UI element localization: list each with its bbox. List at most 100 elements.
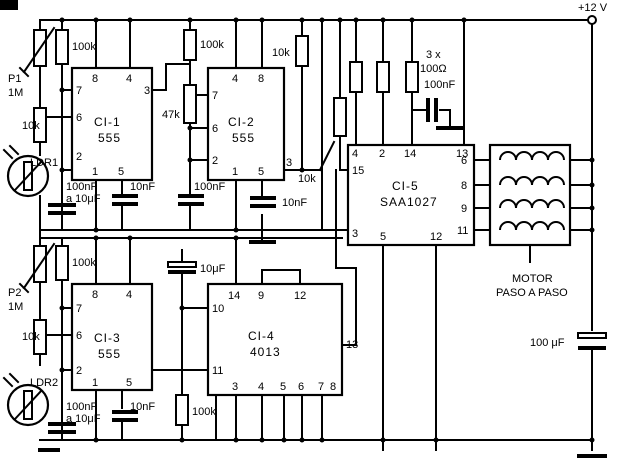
chip-ci1-pin: 1 <box>92 166 98 178</box>
chip-ci2-pin: 4 <box>232 73 238 85</box>
chip-ci2-type: 555 <box>232 131 255 145</box>
potentiometers: P1 1M P2 1M <box>8 26 56 313</box>
chip-ci3-pin: 6 <box>76 330 82 342</box>
resistor-ci2-47k <box>183 84 197 124</box>
resistor-ci2-100k <box>183 29 197 61</box>
resistor-100-1 <box>349 61 363 93</box>
cap-c1c-label: 10nF <box>130 181 155 193</box>
chip-ci5-name: CI-5 <box>392 179 419 193</box>
pot-p2-value: 1M <box>8 301 23 313</box>
chip-ci5-pin: 5 <box>380 231 386 243</box>
chip-ci3-pin: 8 <box>92 289 98 301</box>
chip-ci4-pin: 13 <box>346 339 358 351</box>
cap-c3c-label: 10nF <box>130 401 155 413</box>
resistor-ci2-47k-label: 47k <box>162 109 180 121</box>
chip-ci3-pin: 2 <box>76 365 82 377</box>
chip-ci5-pin: 15 <box>352 165 364 177</box>
resistor-p1-10k-label: 10k <box>22 120 40 132</box>
chip-ci3-pin: 1 <box>92 377 98 389</box>
resistor-ci4-100k-label: 100k <box>192 406 216 418</box>
resistors: 100k 10k 100k 47k 10k 10k 3 x 100Ω 100k … <box>22 29 447 426</box>
supply-label: +12 V <box>578 2 608 14</box>
resistor-10k-a <box>295 35 309 67</box>
cap-c6-label: 100 μF <box>530 337 565 349</box>
chip-ci5-pin: 9 <box>461 203 467 215</box>
resistor-ci1-100k-label: 100k <box>72 41 96 53</box>
resistor-10k-b-label: 10k <box>298 173 316 185</box>
cap-c1b-label: a 10μF <box>66 193 101 205</box>
chip-ci3: CI-3 555 8 4 7 6 2 1 5 <box>70 282 154 392</box>
resistor-ci3-100k-label: 100k <box>72 257 96 269</box>
chip-ci3-pin: 4 <box>126 289 132 301</box>
chip-ci2-pin: 6 <box>212 123 218 135</box>
chip-ci4-pin: 3 <box>232 381 238 393</box>
chip-ci1-pin: 5 <box>118 166 124 178</box>
cap-c2b-label: 10nF <box>282 197 307 209</box>
chip-ci1-name: CI-1 <box>94 115 121 129</box>
stepper-motor: MOTOR PASO A PASO <box>488 143 572 299</box>
chip-ci5-pin: 4 <box>352 148 358 160</box>
chip-ci1-pin: 2 <box>76 151 82 163</box>
chip-ci1-type: 555 <box>98 131 121 145</box>
chip-ci1: CI-1 555 8 4 3 7 6 2 1 5 <box>70 66 154 182</box>
capacitors: 100nF a 10μF 10nF 100nF 10nF 100nF 100nF… <box>48 79 607 441</box>
chip-ci5-pin: 2 <box>379 148 385 160</box>
chip-ci4-pin: 14 <box>228 290 240 302</box>
chip-ci1-pin: 8 <box>92 73 98 85</box>
chip-ci4-pin: 4 <box>258 381 264 393</box>
chip-ci4-type: 4013 <box>250 345 281 359</box>
chip-ci5-pin: 13 <box>456 148 468 160</box>
resistor-p2-10k-label: 10k <box>22 331 40 343</box>
chip-ci3-type: 555 <box>98 347 121 361</box>
resistor-3x-value: 100Ω <box>420 63 447 75</box>
chip-ci2-name: CI-2 <box>228 115 255 129</box>
ldr-sensors: LDR1 LDR2 <box>2 144 58 427</box>
resistor-p2-10k <box>33 319 47 355</box>
chip-ci5-pin: 12 <box>430 231 442 243</box>
chip-ci4-pin: 6 <box>298 381 304 393</box>
resistor-p1-10k <box>33 107 47 143</box>
chip-ci2-pin: 7 <box>212 90 218 102</box>
chip-ci2-pin: 1 <box>232 166 238 178</box>
chip-ci5-pin: 14 <box>404 148 416 160</box>
ldr2-label: LDR2 <box>30 377 58 389</box>
cap-c3b-label: a 10μF <box>66 413 101 425</box>
pot-p1-value: 1M <box>8 87 23 99</box>
cap-c1a-label: 100nF <box>66 181 97 193</box>
chip-ci2-pin: 8 <box>258 73 264 85</box>
resistor-ci4-100k <box>175 394 189 426</box>
bottom-wiring <box>39 169 593 441</box>
chip-ci5-type: SAA1027 <box>380 195 438 209</box>
chip-ci5: CI-5 SAA1027 4 2 14 13 15 3 5 12 6 8 9 1… <box>346 143 476 247</box>
chip-ci4-pin: 7 <box>318 381 324 393</box>
resistor-10k-b <box>333 97 347 137</box>
cap-c2a-label: 100nF <box>194 181 225 193</box>
resistor-ci2-100k-label: 100k <box>200 39 224 51</box>
resistor-100-3 <box>405 61 419 93</box>
ldr1-label: LDR1 <box>30 157 58 169</box>
chip-ci5-pin: 11 <box>457 225 468 237</box>
chip-ci1-pin: 7 <box>76 85 82 97</box>
motor-sublabel: PASO A PASO <box>496 287 568 299</box>
resistor-3x-label: 3 x <box>426 49 441 61</box>
chip-ci4-pin: 9 <box>258 290 264 302</box>
motor-label: MOTOR <box>512 273 553 285</box>
corner-mark <box>0 0 18 10</box>
chip-ci3-name: CI-3 <box>94 331 121 345</box>
chip-ci2-pin: 5 <box>258 166 264 178</box>
chip-ci4-name: CI-4 <box>248 329 275 343</box>
chip-ci4-pin: 10 <box>212 303 224 315</box>
resistor-100-2 <box>376 61 390 93</box>
chip-ci4: CI-4 4013 14 9 12 10 13 11 3 4 5 6 7 8 <box>206 282 358 397</box>
chip-ci1-pin: 6 <box>76 112 82 124</box>
chip-ci1-pin: 4 <box>126 73 132 85</box>
chip-ci2-pin: 2 <box>212 155 218 167</box>
pot-p1-name: P1 <box>8 73 21 85</box>
chip-ci5-pin: 8 <box>461 180 467 192</box>
chip-ci2-pin: 3 <box>286 157 292 169</box>
chip-ci3-pin: 5 <box>126 377 132 389</box>
chip-ci3-pin: 7 <box>76 303 82 315</box>
cap-c5-label: 100nF <box>424 79 455 91</box>
pot-p2-name: P2 <box>8 287 21 299</box>
